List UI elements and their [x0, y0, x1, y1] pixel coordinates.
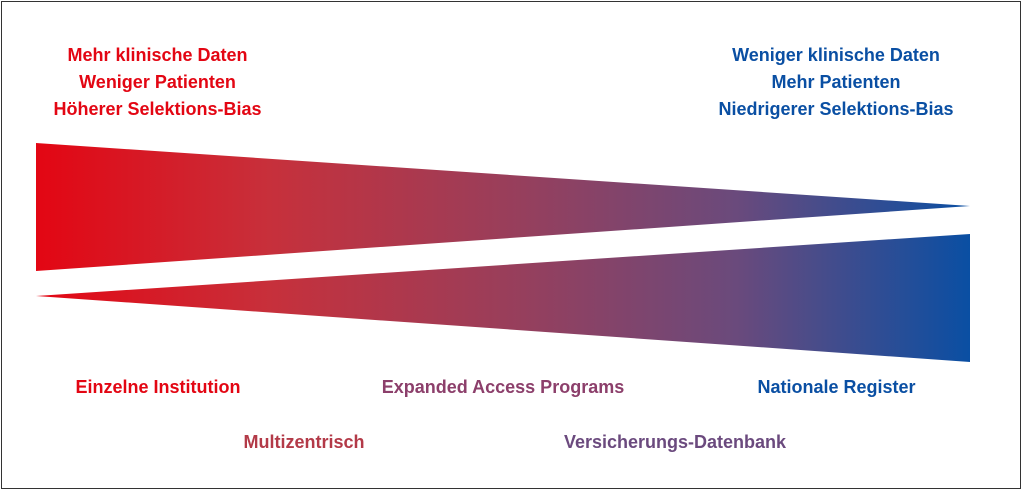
- label-einzelne-institution: Einzelne Institution: [75, 377, 241, 397]
- top-left-line-3: Höherer Selektions-Bias: [53, 99, 262, 119]
- label-expanded-access-programs: Expanded Access Programs: [381, 377, 625, 397]
- top-right-line-3: Niedrigerer Selektions-Bias: [718, 99, 954, 119]
- upper-wedge: [36, 143, 970, 271]
- label-nationale-register: Nationale Register: [757, 377, 916, 397]
- label-versicherungs-datenbank: Versicherungs-Datenbank: [563, 432, 787, 452]
- top-right-line-1: Weniger klinische Daten: [732, 45, 940, 65]
- top-right-text-block: Weniger klinische Daten Mehr Patienten N…: [696, 42, 976, 123]
- top-left-line-2: Weniger Patienten: [79, 72, 236, 92]
- lower-wedge: [36, 234, 970, 362]
- label-multizentrisch: Multizentrisch: [243, 432, 365, 452]
- top-right-line-2: Mehr Patienten: [771, 72, 901, 92]
- top-left-line-1: Mehr klinische Daten: [67, 45, 248, 65]
- top-left-text-block: Mehr klinische Daten Weniger Patienten H…: [30, 42, 285, 123]
